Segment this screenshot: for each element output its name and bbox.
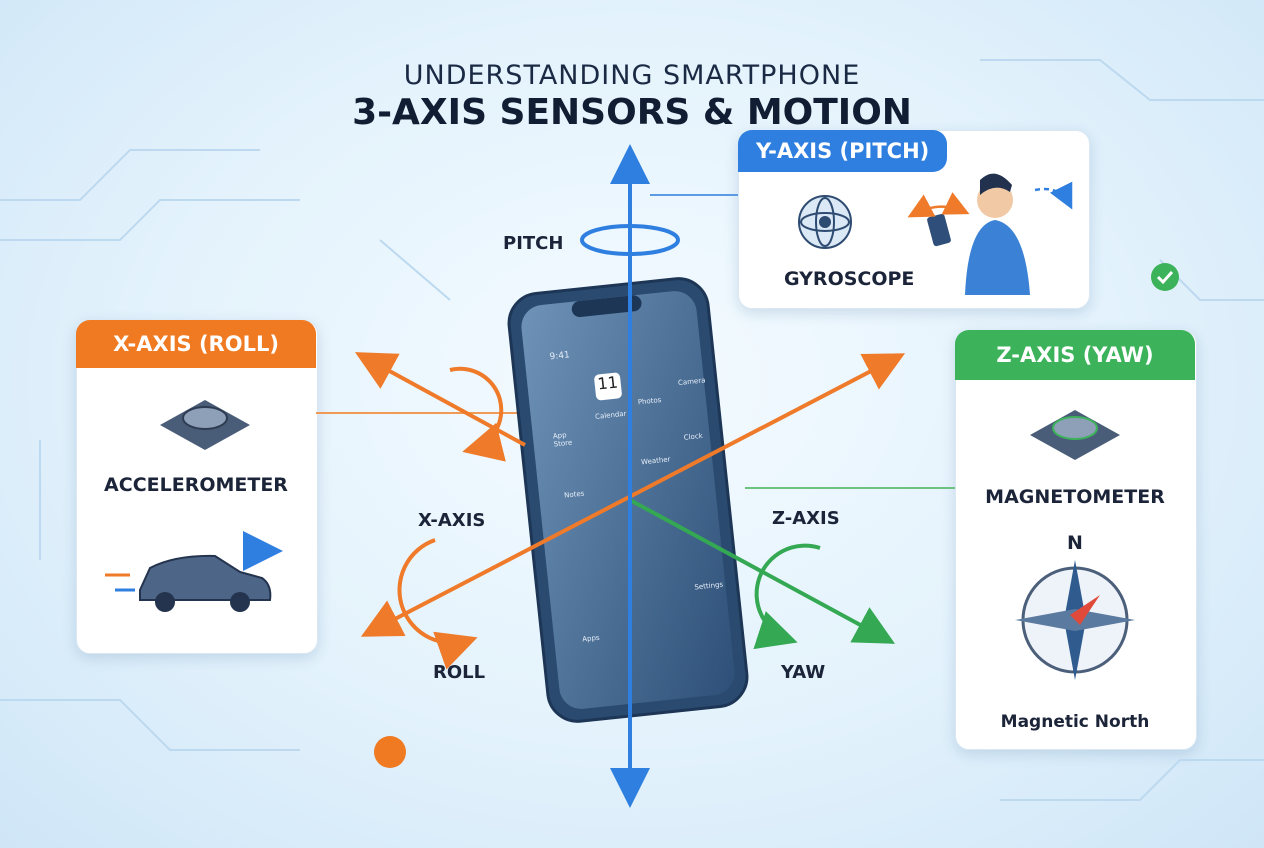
circuit-decoration [0,59,1264,801]
title-line-1: UNDERSTANDING SMARTPHONE [403,60,861,91]
car-icon [105,531,283,612]
z-axis-arrows [629,498,896,650]
magnetometer-chip-icon [1030,410,1120,460]
y-axis-card-header: Y-AXIS (PITCH) [738,130,948,172]
title-line-2: 3-AXIS SENSORS & MOTION [352,92,912,133]
gyroscope-icon [798,195,852,249]
yaw-label: YAW [781,662,826,683]
z-axis-label: Z-AXIS [772,508,840,529]
person-tilting-phone-icon [907,173,1073,295]
y-axis-card: Y-AXIS (PITCH) GYROSCOPE [738,130,1088,307]
pitch-label: PITCH [503,233,564,254]
compass-north-letter: N [1067,532,1083,554]
x-axis-card: X-AXIS (ROLL) ACCELEROMETER [76,320,316,652]
roll-label: ROLL [433,662,486,683]
gyroscope-label: GYROSCOPE [784,268,915,290]
accelerometer-chip-icon [160,400,250,450]
calendar-day: 11 [593,372,623,401]
sensor-badge-icon [374,736,406,768]
status-time: 9:41 [549,350,571,363]
app-label: App Store [552,431,573,449]
z-axis-card-header: Z-AXIS (YAW) [955,330,1195,380]
z-axis-card: Z-AXIS (YAW) MAGNETOMETER N Magnetic Nor… [955,330,1195,748]
compass-icon [1015,560,1135,680]
x-axis-label: X-AXIS [418,510,486,531]
x-axis-card-header: X-AXIS (ROLL) [76,320,316,368]
magnetometer-label: MAGNETOMETER [985,486,1165,508]
magnetic-north-caption: Magnetic North [1000,712,1150,732]
accelerometer-label: ACCELEROMETER [104,474,288,496]
y-axis-arrows [580,144,680,808]
checkmark-badge-icon [1151,263,1179,291]
